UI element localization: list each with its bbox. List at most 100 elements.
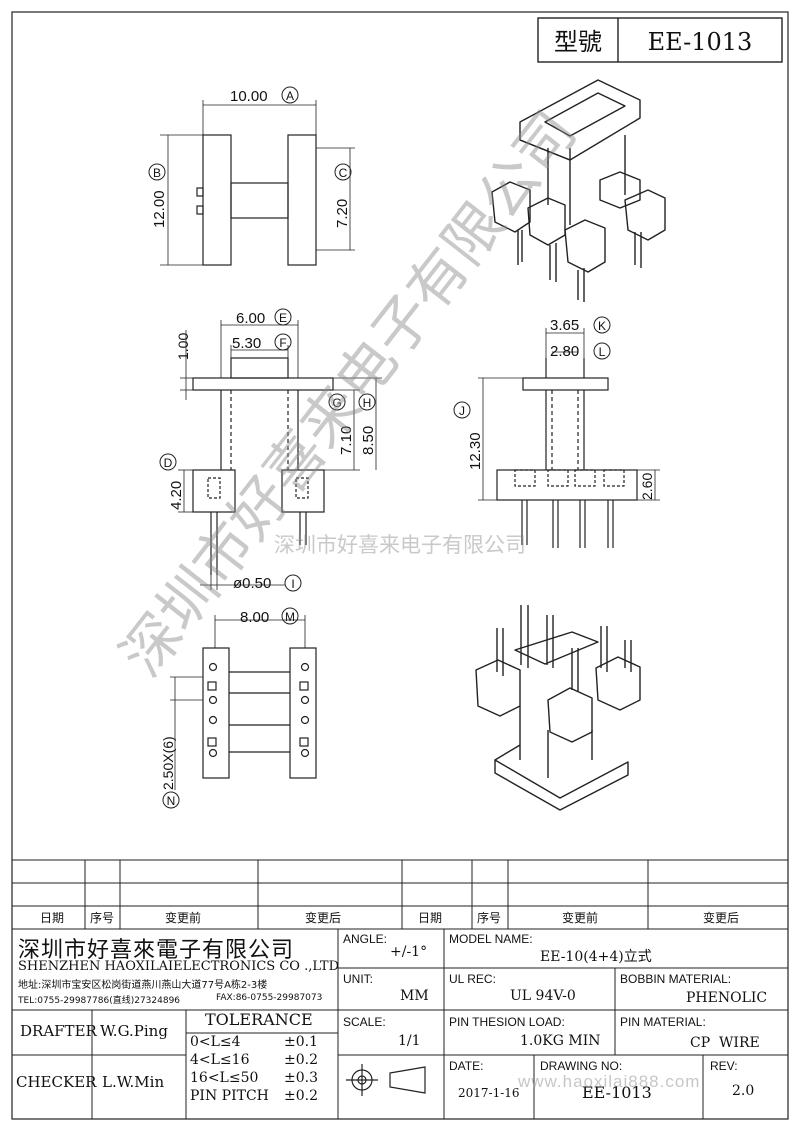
unit-value: MM xyxy=(400,988,429,1004)
tolerance-value-3: ±0.3 xyxy=(284,1070,318,1086)
dim-C: 7.20 C xyxy=(334,163,352,228)
model-name-label: MODEL NAME: xyxy=(449,932,533,946)
sheet-border xyxy=(11,11,789,1120)
revision-table xyxy=(12,859,788,930)
title-block-grid xyxy=(12,929,788,1119)
dim-M: 8.00 M xyxy=(240,607,299,626)
rev-header-before-2: 变更前 xyxy=(562,910,598,925)
ul-rec-value: UL 94V-0 xyxy=(510,988,576,1004)
dim-E: 6.00 E xyxy=(236,308,292,327)
rev-header-no-2: 序号 xyxy=(477,910,501,925)
rev-header-after-2: 变更后 xyxy=(703,910,739,925)
company-fax: FAX:86-0755-29987073 xyxy=(216,993,323,1003)
drafter-label: DRAFTER xyxy=(20,1022,97,1040)
dim-B: 12.00 B xyxy=(148,163,168,228)
svg-text:ø0.50: ø0.50 xyxy=(233,575,271,592)
svg-text:2.80: 2.80 xyxy=(550,343,579,360)
dim-H: 8.50 H xyxy=(358,393,377,455)
tolerance-value-2: ±0.2 xyxy=(284,1052,318,1068)
svg-text:N: N xyxy=(167,794,176,808)
bottom-view xyxy=(170,615,317,790)
svg-text:F: F xyxy=(279,336,286,350)
svg-text:E: E xyxy=(279,311,287,325)
dim-A: 10.00 A xyxy=(230,86,299,105)
company-name-cn: 深圳市好喜來電子有限公司 xyxy=(18,938,295,963)
svg-text:4.20: 4.20 xyxy=(168,481,185,510)
pin-load-label: PIN THESION LOAD: xyxy=(449,1015,565,1029)
dim-F: 5.30 F xyxy=(232,333,292,352)
dim-flange: 1.00 xyxy=(175,333,191,360)
dim-base: 2.60 xyxy=(639,473,655,500)
svg-text:L: L xyxy=(599,345,606,359)
company-tel: TEL:0755-29987786(直线)27324896 xyxy=(18,996,181,1006)
checker-name: L.W.Min xyxy=(102,1073,165,1091)
dim-D: D 4.20 xyxy=(159,453,185,510)
ul-rec-label: UL REC: xyxy=(449,972,496,986)
watermark-diagonal: 深圳市好喜来电子有限公司 xyxy=(107,98,589,688)
top-view xyxy=(160,100,355,266)
svg-text:2.50X(6): 2.50X(6) xyxy=(160,736,176,790)
scale-label: SCALE: xyxy=(343,1015,386,1029)
date-value: 2017-1-16 xyxy=(458,1086,520,1100)
svg-text:A: A xyxy=(286,89,294,103)
front-view xyxy=(178,320,382,590)
rev-label: REV: xyxy=(710,1059,738,1073)
svg-text:12.30: 12.30 xyxy=(467,432,484,470)
svg-text:B: B xyxy=(153,166,161,180)
angle-label: ANGLE: xyxy=(343,932,388,946)
pin-material-label: PIN MATERIAL: xyxy=(620,1015,706,1029)
svg-text:J: J xyxy=(459,404,465,418)
watermark-horizontal: 深圳市好喜来电子有限公司 xyxy=(274,533,526,557)
drawing-no-value: EE-1013 xyxy=(582,1083,652,1102)
dim-G: 7.10 G xyxy=(328,393,355,455)
rev-value: 2.0 xyxy=(732,1083,755,1099)
dim-K: 3.65 K xyxy=(550,316,611,334)
svg-text:D: D xyxy=(164,456,173,470)
tolerance-range-3: 16<L≤50 xyxy=(190,1070,259,1086)
svg-text:K: K xyxy=(598,319,606,333)
model-name-value: EE-10(4+4)立式 xyxy=(540,949,652,965)
svg-text:10.00: 10.00 xyxy=(230,88,268,105)
svg-text:C: C xyxy=(339,166,348,180)
url-watermark: www.haoxilai888.com xyxy=(518,1072,701,1091)
pin-material-value: CP WIRE xyxy=(690,1035,760,1051)
model-header: 型號 EE-1013 xyxy=(537,17,783,63)
pin-load-value: 1.0KG MIN xyxy=(520,1033,601,1049)
tolerance-range-4: PIN PITCH xyxy=(190,1088,269,1104)
svg-text:7.10: 7.10 xyxy=(338,426,355,455)
svg-text:8.00: 8.00 xyxy=(240,609,269,626)
svg-text:5.30: 5.30 xyxy=(232,335,261,352)
rev-header-after-1: 变更后 xyxy=(305,910,341,925)
tolerance-title: TOLERANCE xyxy=(205,1010,313,1029)
company-address: 地址:深圳市宝安区松岗街道燕川燕山大道77号A栋2-3楼 xyxy=(18,980,268,991)
svg-text:I: I xyxy=(291,577,294,591)
checker-label: CHECKER xyxy=(16,1073,97,1091)
svg-text:3.65: 3.65 xyxy=(550,317,579,334)
tolerance-value-4: ±0.2 xyxy=(284,1088,318,1104)
rev-header-before-1: 变更前 xyxy=(165,910,201,925)
drawing-no-label: DRAWING NO: xyxy=(540,1059,623,1073)
dim-N: 2.50X(6) N xyxy=(160,736,180,809)
drafter-name: W.G.Ping xyxy=(100,1022,168,1040)
bobbin-material-value: PHENOLIC xyxy=(686,990,768,1006)
side-view xyxy=(478,328,660,548)
rev-header-date-1: 日期 xyxy=(40,911,64,925)
tolerance-range-1: 0<L≤4 xyxy=(190,1034,241,1050)
dim-L: 2.80 L xyxy=(550,342,611,360)
svg-text:2.60: 2.60 xyxy=(639,473,655,500)
rev-header-no-1: 序号 xyxy=(90,910,114,925)
svg-text:6.00: 6.00 xyxy=(236,310,265,327)
angle-value: +/-1° xyxy=(390,944,428,960)
tolerance-value-1: ±0.1 xyxy=(284,1034,318,1050)
svg-text:1.00: 1.00 xyxy=(175,333,191,360)
company-name-en: SHENZHEN HAOXILAIELECTRONICS CO .,LTD xyxy=(18,959,340,974)
model-value: EE-1013 xyxy=(648,28,753,56)
projection-symbol-icon xyxy=(346,1064,426,1096)
unit-label: UNIT: xyxy=(343,972,373,986)
svg-text:G: G xyxy=(332,396,341,410)
iso-view-top xyxy=(491,79,666,302)
iso-view-bottom xyxy=(475,605,641,811)
svg-text:12.00: 12.00 xyxy=(151,190,168,228)
